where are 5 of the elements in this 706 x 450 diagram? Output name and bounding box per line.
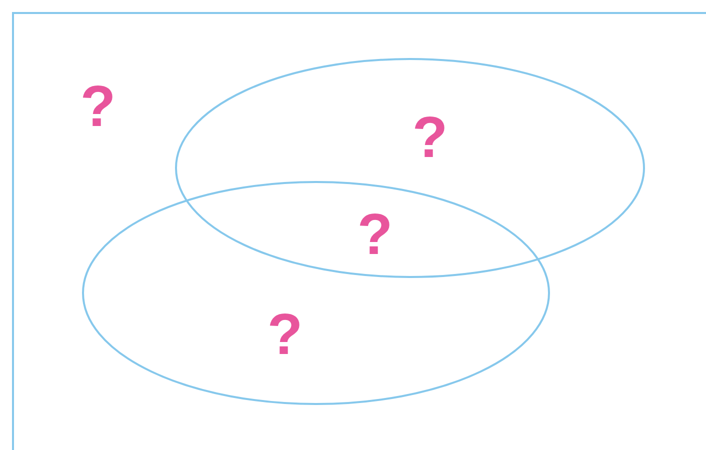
- question-mark: ?: [80, 78, 116, 136]
- question-mark: ?: [412, 109, 448, 167]
- question-mark: ?: [357, 206, 393, 264]
- universal-set-box: [12, 12, 706, 450]
- question-mark: ?: [267, 306, 303, 364]
